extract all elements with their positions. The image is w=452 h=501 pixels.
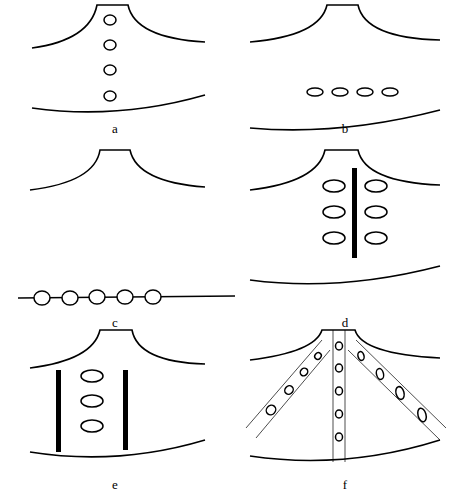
bar	[56, 370, 61, 452]
panel-label: a	[112, 122, 118, 135]
panel-label: d	[342, 316, 349, 329]
bar	[123, 370, 128, 450]
neck-outline	[30, 330, 205, 368]
panel-label: b	[342, 122, 349, 135]
neck-outline	[30, 150, 205, 190]
chest-line	[250, 266, 440, 284]
bar	[352, 168, 357, 258]
neck-outline	[32, 5, 205, 48]
bars	[56, 168, 357, 452]
band-lines	[246, 330, 446, 462]
ovals	[34, 15, 428, 441]
outline-strokes	[18, 5, 440, 460]
neck-outline	[250, 5, 440, 42]
chest-line	[32, 95, 205, 112]
panel-label: e	[112, 478, 118, 491]
panel-label: f	[343, 478, 347, 491]
panel-label: c	[112, 316, 118, 329]
